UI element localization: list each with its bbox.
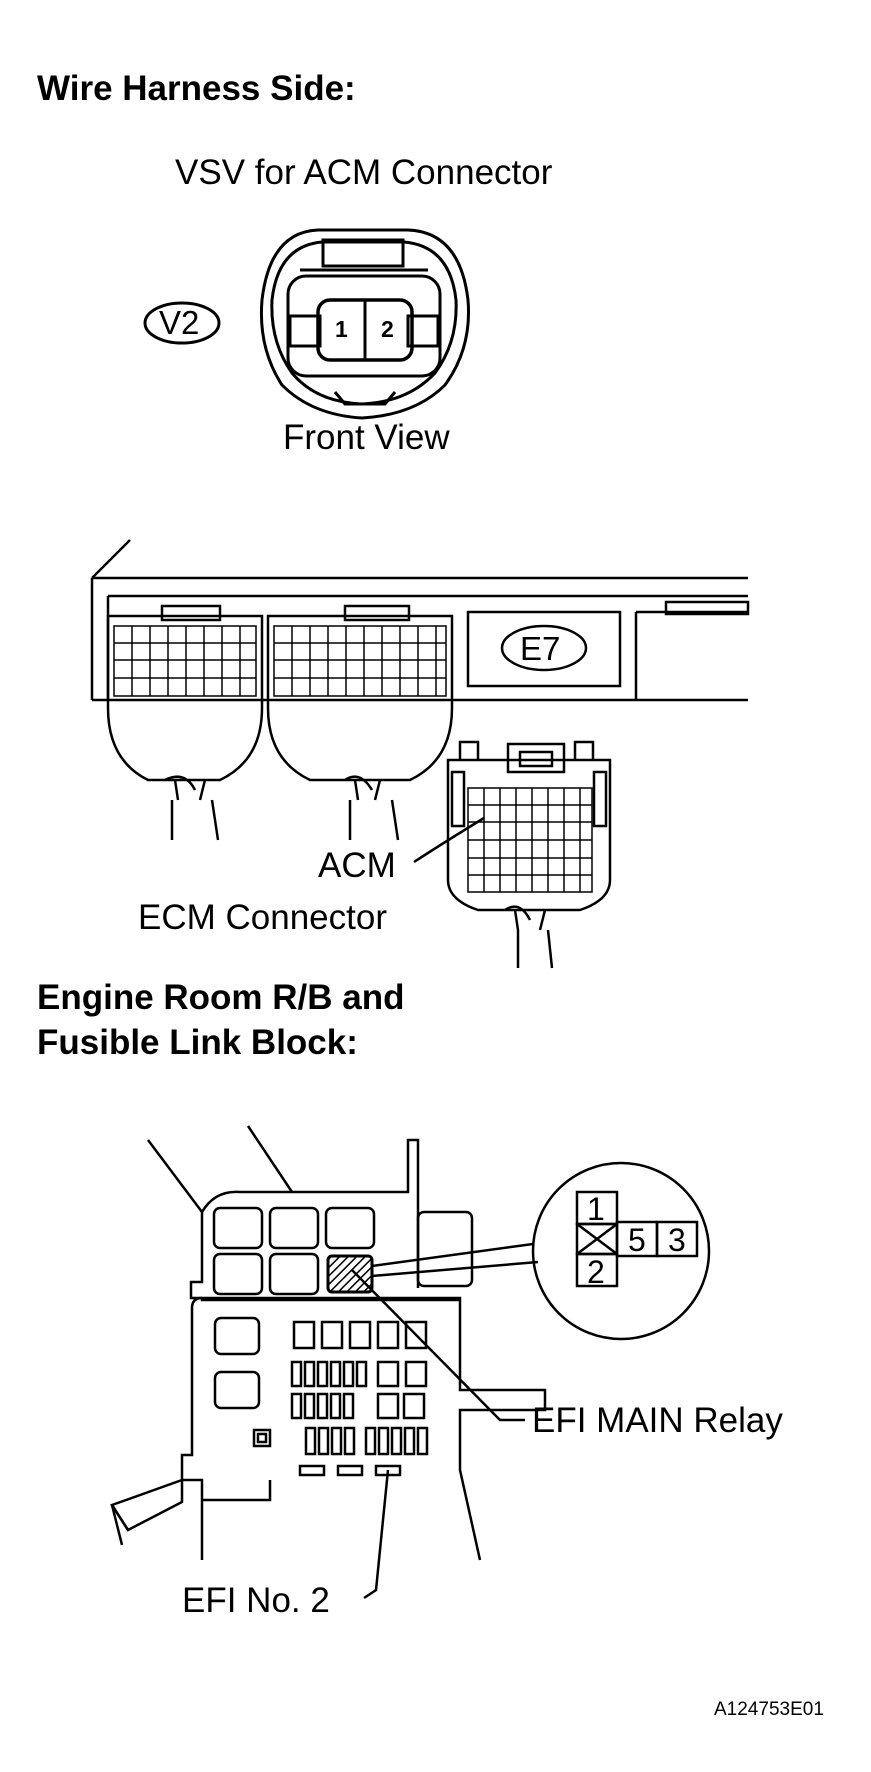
vsv-connector [143, 228, 470, 420]
efi-main-relay-label: EFI MAIN Relay [532, 1401, 783, 1440]
fuse-pointer-line [363, 1469, 390, 1600]
acm-grid [467, 787, 593, 893]
relay-pin-5: 5 [628, 1222, 646, 1258]
figure-id: A124753E01 [714, 1699, 824, 1720]
relay-pointer-line [351, 1269, 525, 1422]
vsv-connector-title: VSV for ACM Connector [175, 153, 553, 192]
relay-pin-3: 3 [668, 1222, 686, 1258]
relay-pin-1: 1 [587, 1191, 605, 1227]
vsv-connector-code: V2 [159, 304, 200, 341]
acm-label: ACM [318, 846, 396, 885]
ecm-connector-code: E7 [520, 630, 561, 667]
wire-harness-heading: Wire Harness Side: [37, 69, 356, 108]
ecm-code-oval [500, 624, 588, 672]
front-view-caption: Front View [283, 418, 450, 457]
engine-room-heading-line1: Engine Room R/B and [37, 978, 405, 1017]
acm-pointer-line [413, 816, 485, 864]
engine-room-heading-line2: Fusible Link Block: [37, 1023, 358, 1062]
ecm-connector-caption: ECM Connector [138, 898, 387, 937]
vsv-pin-1: 1 [335, 316, 348, 342]
ecm-grid-a [113, 625, 257, 697]
ecm-grid-b [273, 625, 447, 697]
relay-block [110, 1125, 711, 1600]
relay-magnifier [531, 1161, 711, 1341]
efi-no2-label: EFI No. 2 [182, 1581, 330, 1620]
vsv-code-oval [143, 301, 221, 345]
efi-main-relay-slot [326, 1254, 374, 1294]
relay-pin-2: 2 [587, 1254, 605, 1290]
ecm-block [90, 539, 750, 969]
vsv-pin-2: 2 [381, 316, 394, 342]
